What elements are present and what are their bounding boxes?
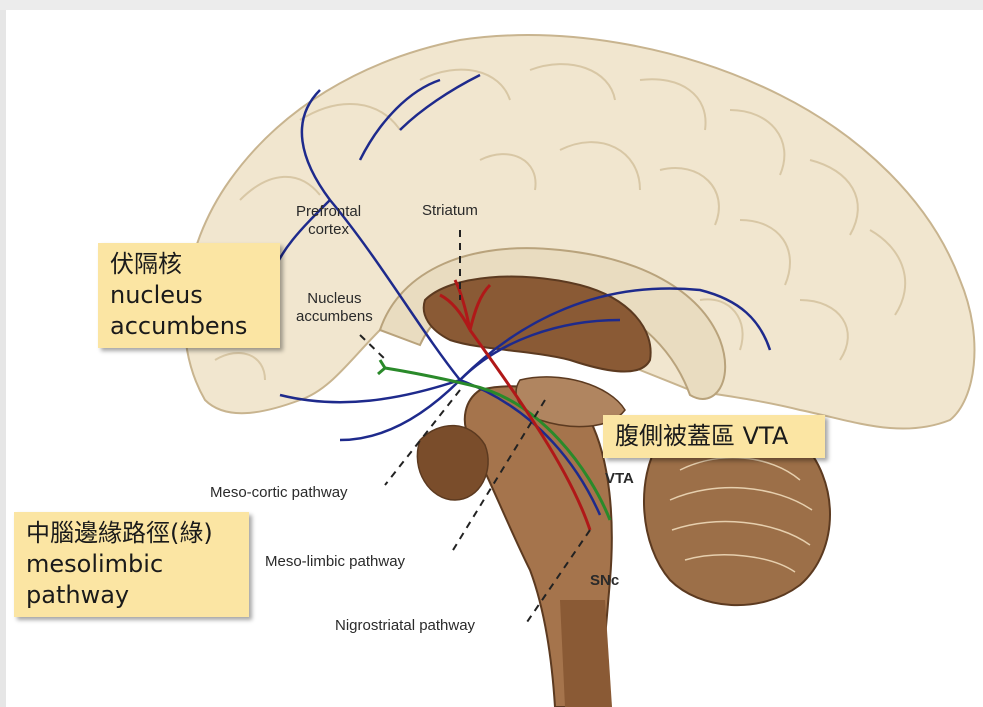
striatum-label: Striatum [422, 202, 478, 220]
snc-label: SNc [590, 572, 619, 590]
nucleus-accumbens-label: Nucleus accumbens [296, 290, 373, 326]
callout-mesolimbic: 中腦邊緣路徑(綠) mesolimbic pathway [14, 512, 249, 617]
callout-nucleus-accumbens: 伏隔核 nucleus accumbens [98, 243, 280, 348]
mesocortic-pathway-label: Meso-cortic pathway [210, 484, 348, 502]
nigrostriatal-pathway-label: Nigrostriatal pathway [335, 617, 475, 635]
vta-label: VTA [605, 470, 634, 488]
spinal-cord [560, 600, 612, 707]
mesolimbic-pathway-label: Meso-limbic pathway [265, 553, 405, 571]
hypothalamus [417, 426, 488, 500]
callout-vta: 腹側被蓋區 VTA [603, 415, 825, 458]
prefrontal-label: Prefrontal cortex [296, 203, 361, 239]
